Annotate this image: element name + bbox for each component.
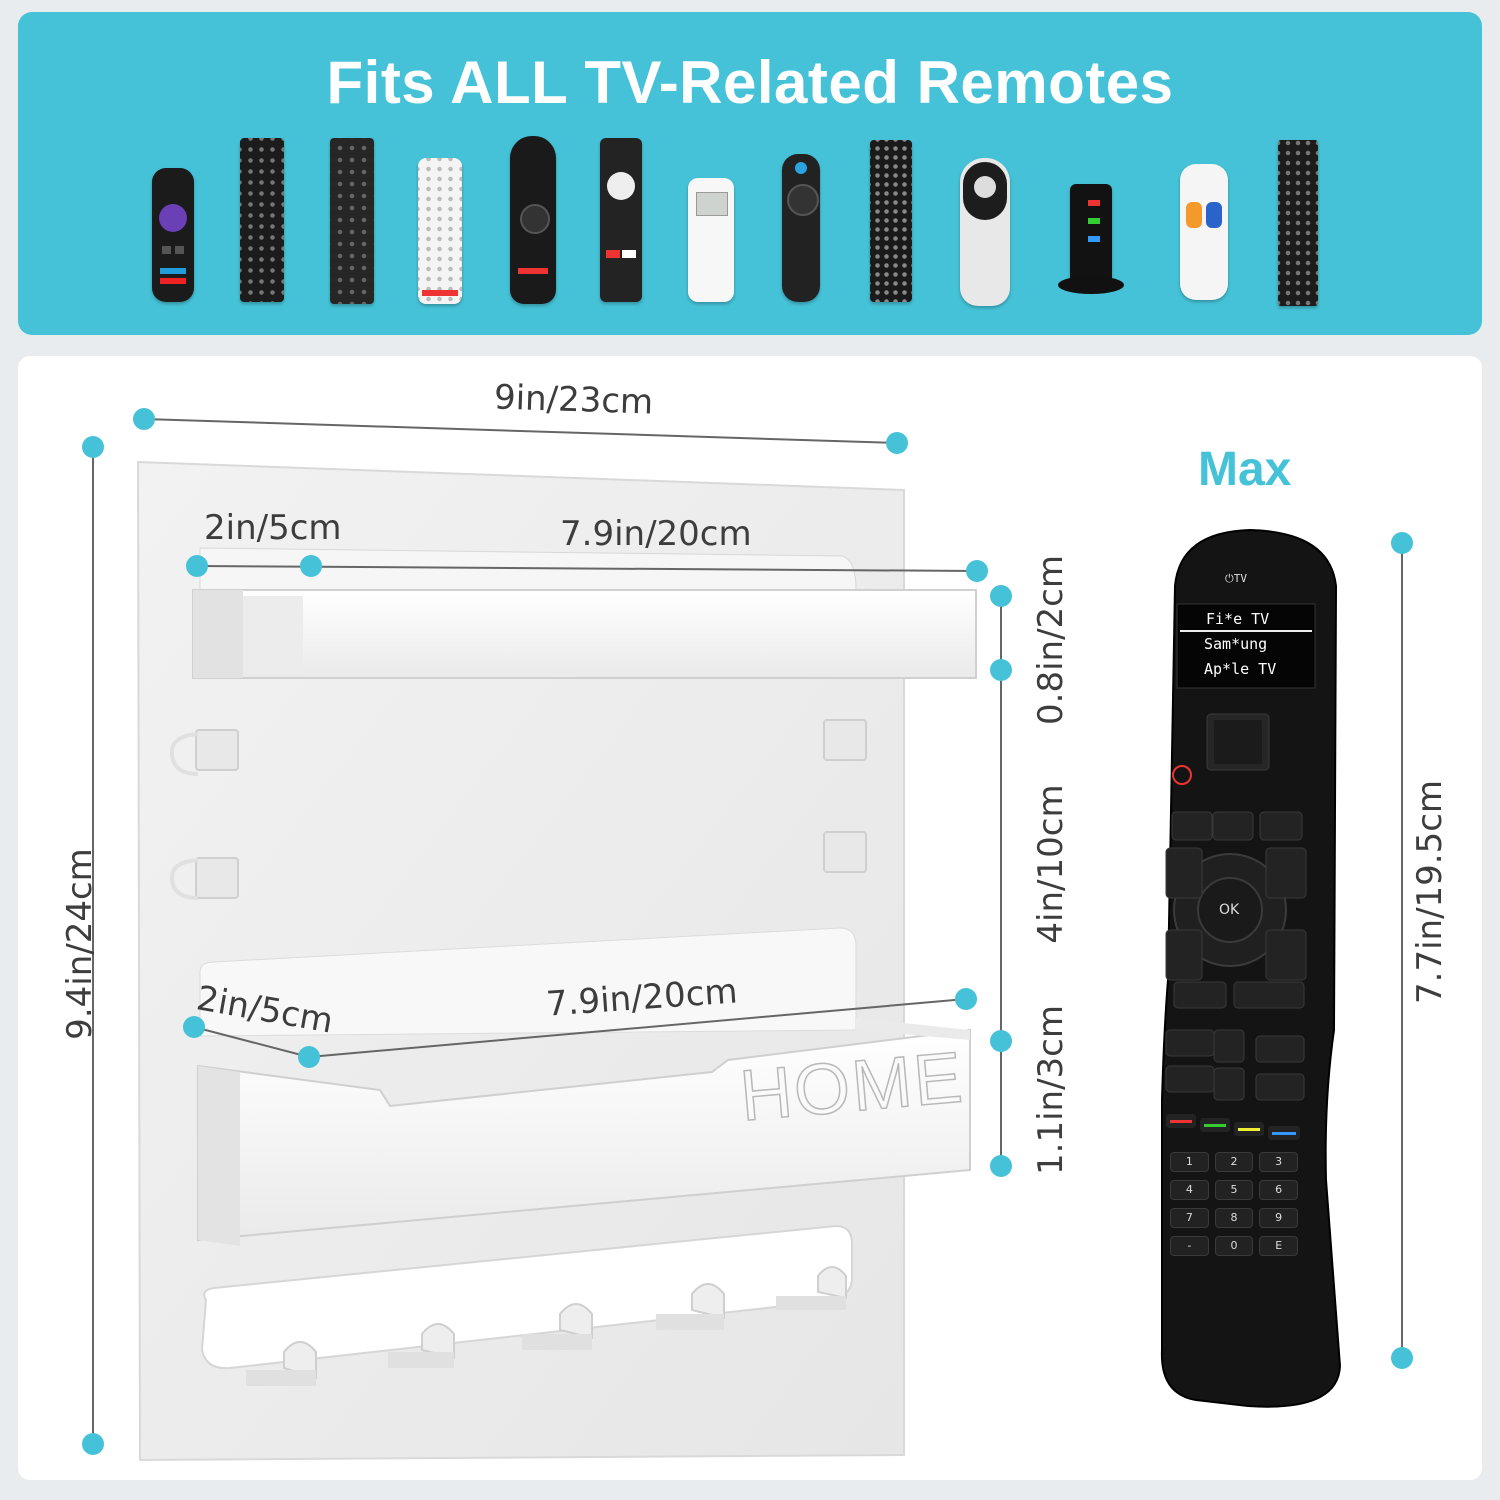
basket-height-label: 1.1in/3cm: [1031, 1005, 1071, 1175]
bottom-basket: [197, 927, 971, 1246]
dimension-lines: [82, 408, 1413, 1455]
remotes-banner: Fits ALL TV-Related Remotes: [18, 12, 1482, 335]
remote-screen-line-1: Fi*e TV: [1206, 610, 1270, 628]
top-shelf: [192, 547, 977, 679]
numpad-key: 9: [1259, 1208, 1298, 1228]
lg-magic-remote-icon: [510, 136, 556, 304]
hook-rail: [200, 1224, 853, 1386]
remote-ok-label: OK: [1219, 902, 1240, 918]
white-ir-remote-icon: [418, 158, 462, 304]
numpad-key: 0: [1214, 1236, 1254, 1256]
max-label: Max: [1198, 443, 1292, 496]
sony-remote-icon: [1278, 140, 1318, 306]
universal-remote-icon: [870, 140, 912, 302]
roku-remote-icon: [152, 168, 194, 302]
shelf-gap-label: 4in/10cm: [1031, 784, 1071, 944]
numpad-key: 6: [1259, 1180, 1298, 1200]
remote-length-label: 7.7in/19.5cm: [1410, 779, 1450, 1004]
top-shelf-depth-label: 2in/5cm: [204, 508, 342, 548]
banner-title: Fits ALL TV-Related Remotes: [326, 49, 1174, 116]
numpad-key: 7: [1170, 1208, 1209, 1228]
numpad-key: E: [1259, 1236, 1298, 1256]
numpad-key: 3: [1259, 1152, 1298, 1172]
max-remote: [1160, 528, 1342, 1408]
remote-screen-line-3: Ap*le TV: [1204, 660, 1277, 678]
ac-remote-icon: [688, 178, 734, 302]
remote-screen-line-2: Sam*ung: [1204, 635, 1268, 653]
numpad-key: 2: [1214, 1152, 1254, 1172]
remote-number-pad: 1 2 3 4 5 6 7 8 9 - 0 E: [1170, 1152, 1298, 1256]
shelf-height-label: 0.8in/2cm: [1031, 555, 1071, 725]
numpad-key: 5: [1214, 1180, 1254, 1200]
samsung-remote-icon: [240, 138, 284, 302]
key-finder-icon: [1058, 184, 1124, 294]
width-dimension-label: 9in/23cm: [493, 377, 654, 423]
numpad-key: 1: [1170, 1152, 1209, 1172]
numpad-key: -: [1170, 1236, 1209, 1256]
numpad-key: 8: [1214, 1208, 1254, 1228]
numpad-key: 4: [1170, 1180, 1209, 1200]
flipper-remote-icon: [1180, 164, 1228, 300]
fire-tv-remote-icon: [782, 154, 820, 302]
height-dimension-label: 9.4in/24cm: [60, 848, 100, 1040]
vizio-remote-icon: [330, 138, 374, 304]
directv-remote-icon: [960, 158, 1010, 306]
google-tv-remote-icon: [600, 138, 642, 302]
top-shelf-length-label: 7.9in/20cm: [560, 514, 752, 554]
remote-tv-button: ⏻TV: [1225, 572, 1247, 585]
side-clips: [169, 719, 867, 900]
